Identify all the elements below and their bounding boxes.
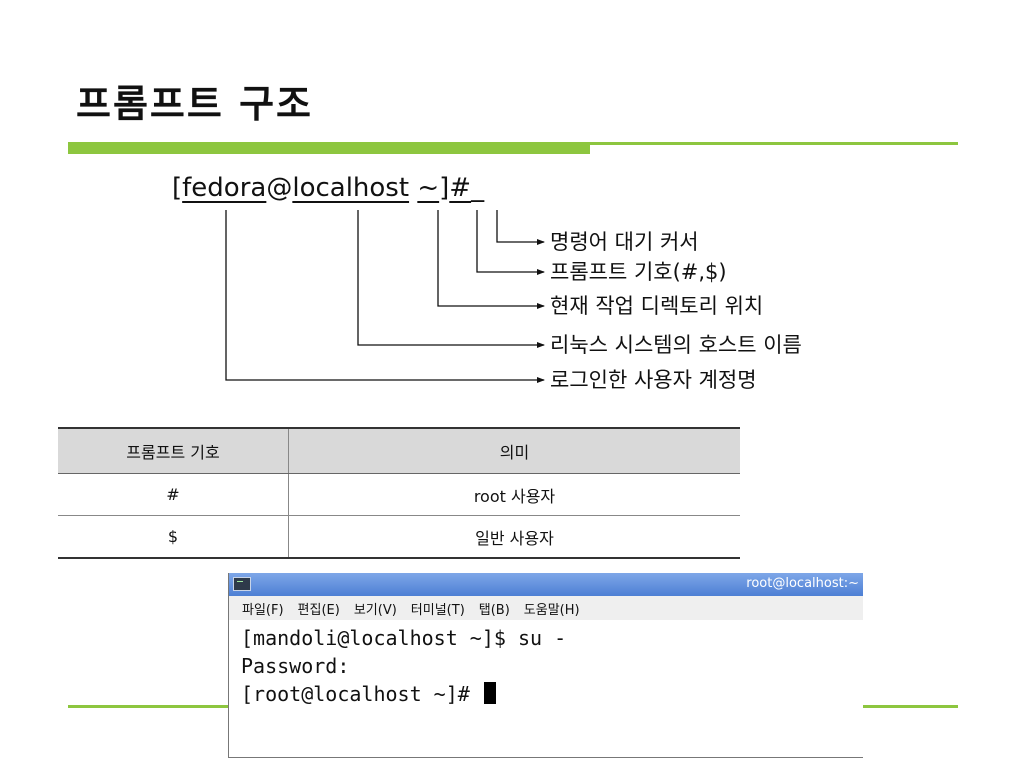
- footer-line-left: [68, 705, 228, 708]
- table-row: $ 일반 사용자: [58, 515, 740, 559]
- prompt-symbol: #: [449, 173, 472, 203]
- connector-cursor: [496, 210, 545, 245]
- terminal-line: [mandoli@localhost ~]$ su -: [241, 626, 567, 650]
- annotation-symbol: 프롬프트 기호(#,$): [550, 260, 727, 284]
- menu-tabs[interactable]: 탭(B): [478, 602, 510, 618]
- connector-symbol: [476, 210, 545, 275]
- prompt-example: [fedora@localhost ~]#_: [172, 172, 484, 204]
- terminal-cursor: [483, 682, 496, 704]
- prompt-symbol-table: 프롬프트 기호 의미 # root 사용자 $ 일반 사용자: [58, 427, 740, 559]
- terminal-icon: [233, 577, 251, 591]
- table-cell-symbol: $: [58, 515, 289, 559]
- table-header-meaning: 의미: [288, 427, 740, 474]
- prompt-close-bracket: ]: [439, 173, 450, 203]
- title-underline-thick: [68, 142, 590, 154]
- connector-host: [357, 210, 545, 348]
- connector-dir: [437, 210, 545, 309]
- annotation-directory: 현재 작업 디렉토리 위치: [550, 294, 764, 318]
- footer-line-right: [862, 705, 958, 708]
- terminal-body[interactable]: [mandoli@localhost ~]$ su - Password: [r…: [229, 620, 863, 708]
- connector-user: [225, 210, 545, 383]
- table-header-symbol: 프롬프트 기호: [58, 427, 289, 474]
- title-underline-thin: [590, 142, 958, 145]
- page-title: 프롬프트 구조: [76, 82, 313, 126]
- prompt-at: @: [266, 173, 293, 203]
- menu-file[interactable]: 파일(F): [242, 602, 284, 618]
- terminal-current-prompt: [root@localhost ~]#: [241, 682, 482, 706]
- prompt-open-bracket: [: [172, 173, 183, 203]
- table-cell-meaning: root 사용자: [288, 473, 740, 516]
- terminal-title: root@localhost:~: [746, 576, 859, 591]
- menu-view[interactable]: 보기(V): [353, 602, 397, 618]
- annotation-user: 로그인한 사용자 계정명: [550, 368, 757, 392]
- prompt-host: localhost: [292, 173, 410, 203]
- terminal-window[interactable]: root@localhost:~ 파일(F) 편집(E) 보기(V) 터미널(T…: [228, 573, 863, 758]
- table-cell-meaning: 일반 사용자: [288, 515, 740, 559]
- annotation-cursor: 명령어 대기 커서: [550, 230, 699, 254]
- table-row: # root 사용자: [58, 473, 740, 516]
- prompt-diagram: [225, 210, 545, 383]
- terminal-titlebar[interactable]: root@localhost:~: [229, 573, 863, 596]
- table-cell-symbol: #: [58, 473, 289, 516]
- prompt-dir: ~: [417, 173, 440, 203]
- terminal-menubar: 파일(F) 편집(E) 보기(V) 터미널(T) 탭(B) 도움말(H): [229, 596, 863, 620]
- menu-terminal[interactable]: 터미널(T): [410, 602, 465, 618]
- prompt-user: fedora: [182, 173, 267, 203]
- terminal-line-current: [root@localhost ~]#: [241, 680, 863, 708]
- terminal-line: Password:: [241, 654, 350, 678]
- table-header-row: 프롬프트 기호 의미: [58, 427, 740, 474]
- menu-help[interactable]: 도움말(H): [523, 602, 580, 618]
- menu-edit[interactable]: 편집(E): [297, 602, 340, 618]
- prompt-cursor: _: [471, 173, 485, 203]
- annotation-host: 리눅스 시스템의 호스트 이름: [550, 333, 802, 357]
